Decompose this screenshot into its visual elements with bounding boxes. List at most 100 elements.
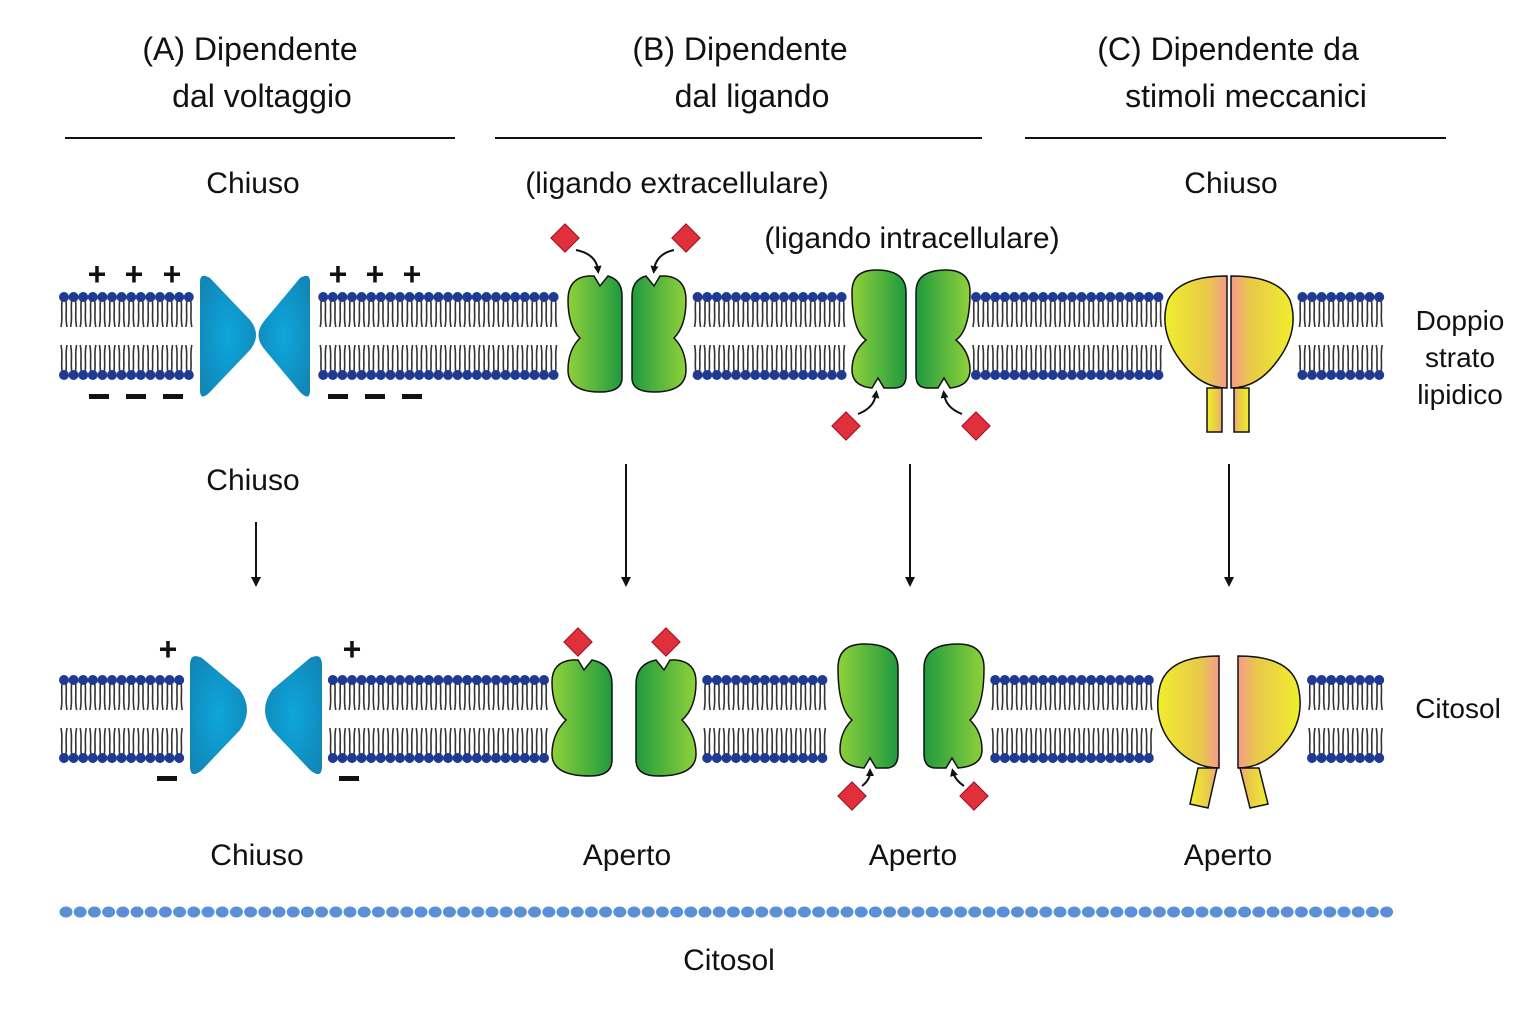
lipid-molecule xyxy=(355,674,368,764)
cytosol-dot xyxy=(1223,906,1237,918)
ligand xyxy=(959,781,989,811)
cytosol-dot xyxy=(1081,906,1095,918)
lipid-molecule xyxy=(490,674,502,764)
lipid-molecule xyxy=(518,674,531,764)
cytosol-dot xyxy=(755,906,769,918)
cytosol-dot xyxy=(144,906,158,918)
lipid-molecule xyxy=(710,674,723,764)
lipid-molecule xyxy=(806,674,819,764)
lipid-molecule xyxy=(1325,291,1337,381)
cytosol-dot xyxy=(1152,906,1166,918)
lipid-molecule xyxy=(326,291,339,381)
lipid-molecule xyxy=(317,291,330,381)
cytosol-dot xyxy=(1280,906,1294,918)
lipid-molecule xyxy=(1306,674,1318,764)
cytosol-dot xyxy=(371,906,385,918)
cytosol-dot xyxy=(542,906,556,918)
minus-sign xyxy=(402,394,422,399)
label-cytosol-right: Citosol xyxy=(1415,693,1501,724)
lipid-molecule xyxy=(154,674,166,764)
lipid-molecule xyxy=(528,674,541,764)
lipid-molecule xyxy=(394,291,406,381)
lipid-molecule xyxy=(1085,291,1097,381)
lipid-molecule xyxy=(413,291,426,381)
lipid-molecule xyxy=(115,674,128,764)
lipid-molecule xyxy=(394,674,406,764)
lipid-molecule xyxy=(58,674,70,764)
lipid-molecule xyxy=(1095,674,1107,764)
lipid-molecule xyxy=(816,674,829,764)
cytosol-dot xyxy=(797,906,811,918)
cytosol-dot xyxy=(911,906,925,918)
cytosol-dot xyxy=(1294,906,1308,918)
lipid-molecule xyxy=(749,291,762,381)
lipid-molecule xyxy=(1335,291,1347,381)
lipid-molecule xyxy=(720,674,733,764)
lipid-molecule xyxy=(413,674,426,764)
lipid-molecule xyxy=(336,291,349,381)
label-mid-a: Chiuso xyxy=(206,464,299,497)
lipid-molecule xyxy=(758,674,771,764)
plus-sign: + xyxy=(403,256,422,292)
cytosol-dot xyxy=(868,906,882,918)
cytosol-dot xyxy=(1124,906,1138,918)
lipid-molecule xyxy=(758,291,771,381)
cytosol-dot xyxy=(485,906,499,918)
lipid-molecule xyxy=(1143,674,1155,764)
minus-sign xyxy=(365,394,385,399)
cytosol-dot xyxy=(570,906,584,918)
mechanical-channel-closed xyxy=(1164,275,1294,433)
lipid-molecule xyxy=(1008,674,1021,764)
lipid-molecule xyxy=(1123,674,1136,764)
cytosol-dot xyxy=(1195,906,1209,918)
cytosol-dot xyxy=(826,906,840,918)
cytosol-dot xyxy=(59,906,73,918)
lipid-molecule xyxy=(1037,674,1049,764)
minus-sign xyxy=(157,776,177,781)
lipid-molecule xyxy=(374,674,387,764)
cytosol-dot xyxy=(102,906,116,918)
lipid-molecule xyxy=(461,291,474,381)
cytosol-dot xyxy=(201,906,215,918)
cytosol-dot xyxy=(158,906,172,918)
ligand-channel-intracellular-open xyxy=(837,643,985,769)
binding-arrow xyxy=(650,249,675,274)
lipid-molecule xyxy=(1344,291,1357,381)
plus-sign: + xyxy=(343,631,362,667)
lipid-molecule xyxy=(778,291,790,381)
cytosol-dot xyxy=(712,906,726,918)
lipid-molecule xyxy=(1114,291,1126,381)
lipid-molecule xyxy=(346,291,358,381)
lipid-molecule xyxy=(346,674,358,764)
cytosol-dot xyxy=(471,906,485,918)
lipid-molecule xyxy=(1363,674,1376,764)
lipid-molecule xyxy=(173,291,185,381)
lipid-molecule xyxy=(989,291,1002,381)
cytosol-dot xyxy=(1039,906,1053,918)
lipid-molecule xyxy=(1037,291,1049,381)
cytosol-dot xyxy=(1053,906,1067,918)
cytosol-dot xyxy=(1380,906,1394,918)
cytosol-dot xyxy=(130,906,144,918)
minus-sign xyxy=(339,776,359,781)
cytosol-dot xyxy=(414,906,428,918)
header-a-line1: (A) Dipendente xyxy=(142,31,357,67)
ligand xyxy=(831,411,861,441)
cytosol-dot xyxy=(258,906,272,918)
cytosol-dot xyxy=(627,906,641,918)
lipid-molecule xyxy=(1363,291,1376,381)
lipid-molecule xyxy=(835,291,848,381)
lipid-molecule xyxy=(979,291,992,381)
cytosol-dot xyxy=(954,906,968,918)
lipid-molecule xyxy=(1373,674,1385,764)
cytosol-dot xyxy=(897,906,911,918)
lipid-molecule xyxy=(701,291,714,381)
cytosol-dot xyxy=(315,906,329,918)
cytosol-dot xyxy=(1238,906,1252,918)
cytosol-dot xyxy=(996,906,1010,918)
cytosol-dot xyxy=(968,906,982,918)
ligand-channel-extracellular-closed xyxy=(567,275,687,393)
lipid-molecule xyxy=(730,674,742,764)
cytosol-dot xyxy=(939,906,953,918)
